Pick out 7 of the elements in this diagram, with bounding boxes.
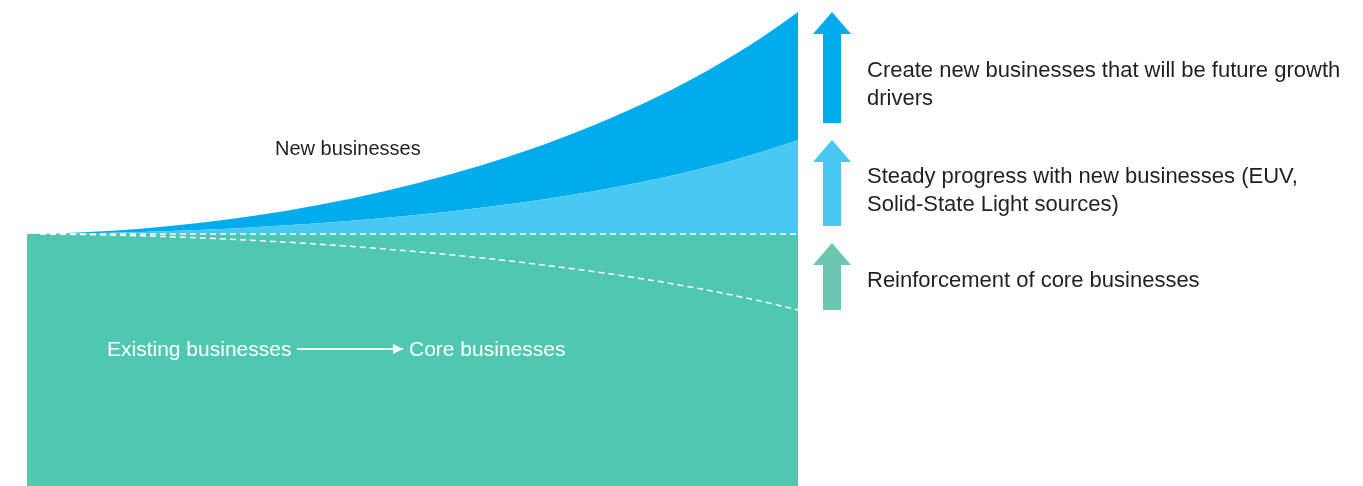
- description-text: Reinforcement of core businesses: [867, 266, 1201, 294]
- description-text: Steady progress with new businesses (EUV, Solid-State Light sources): [867, 162, 1299, 218]
- area-title: New businesses: [275, 136, 422, 161]
- area-label: Core businesses: [409, 337, 566, 361]
- arrow: [296, 344, 404, 354]
- description-text: Create new businesses that will be future growth drivers: [867, 56, 1342, 112]
- area-label: Existing businesses: [107, 337, 292, 361]
